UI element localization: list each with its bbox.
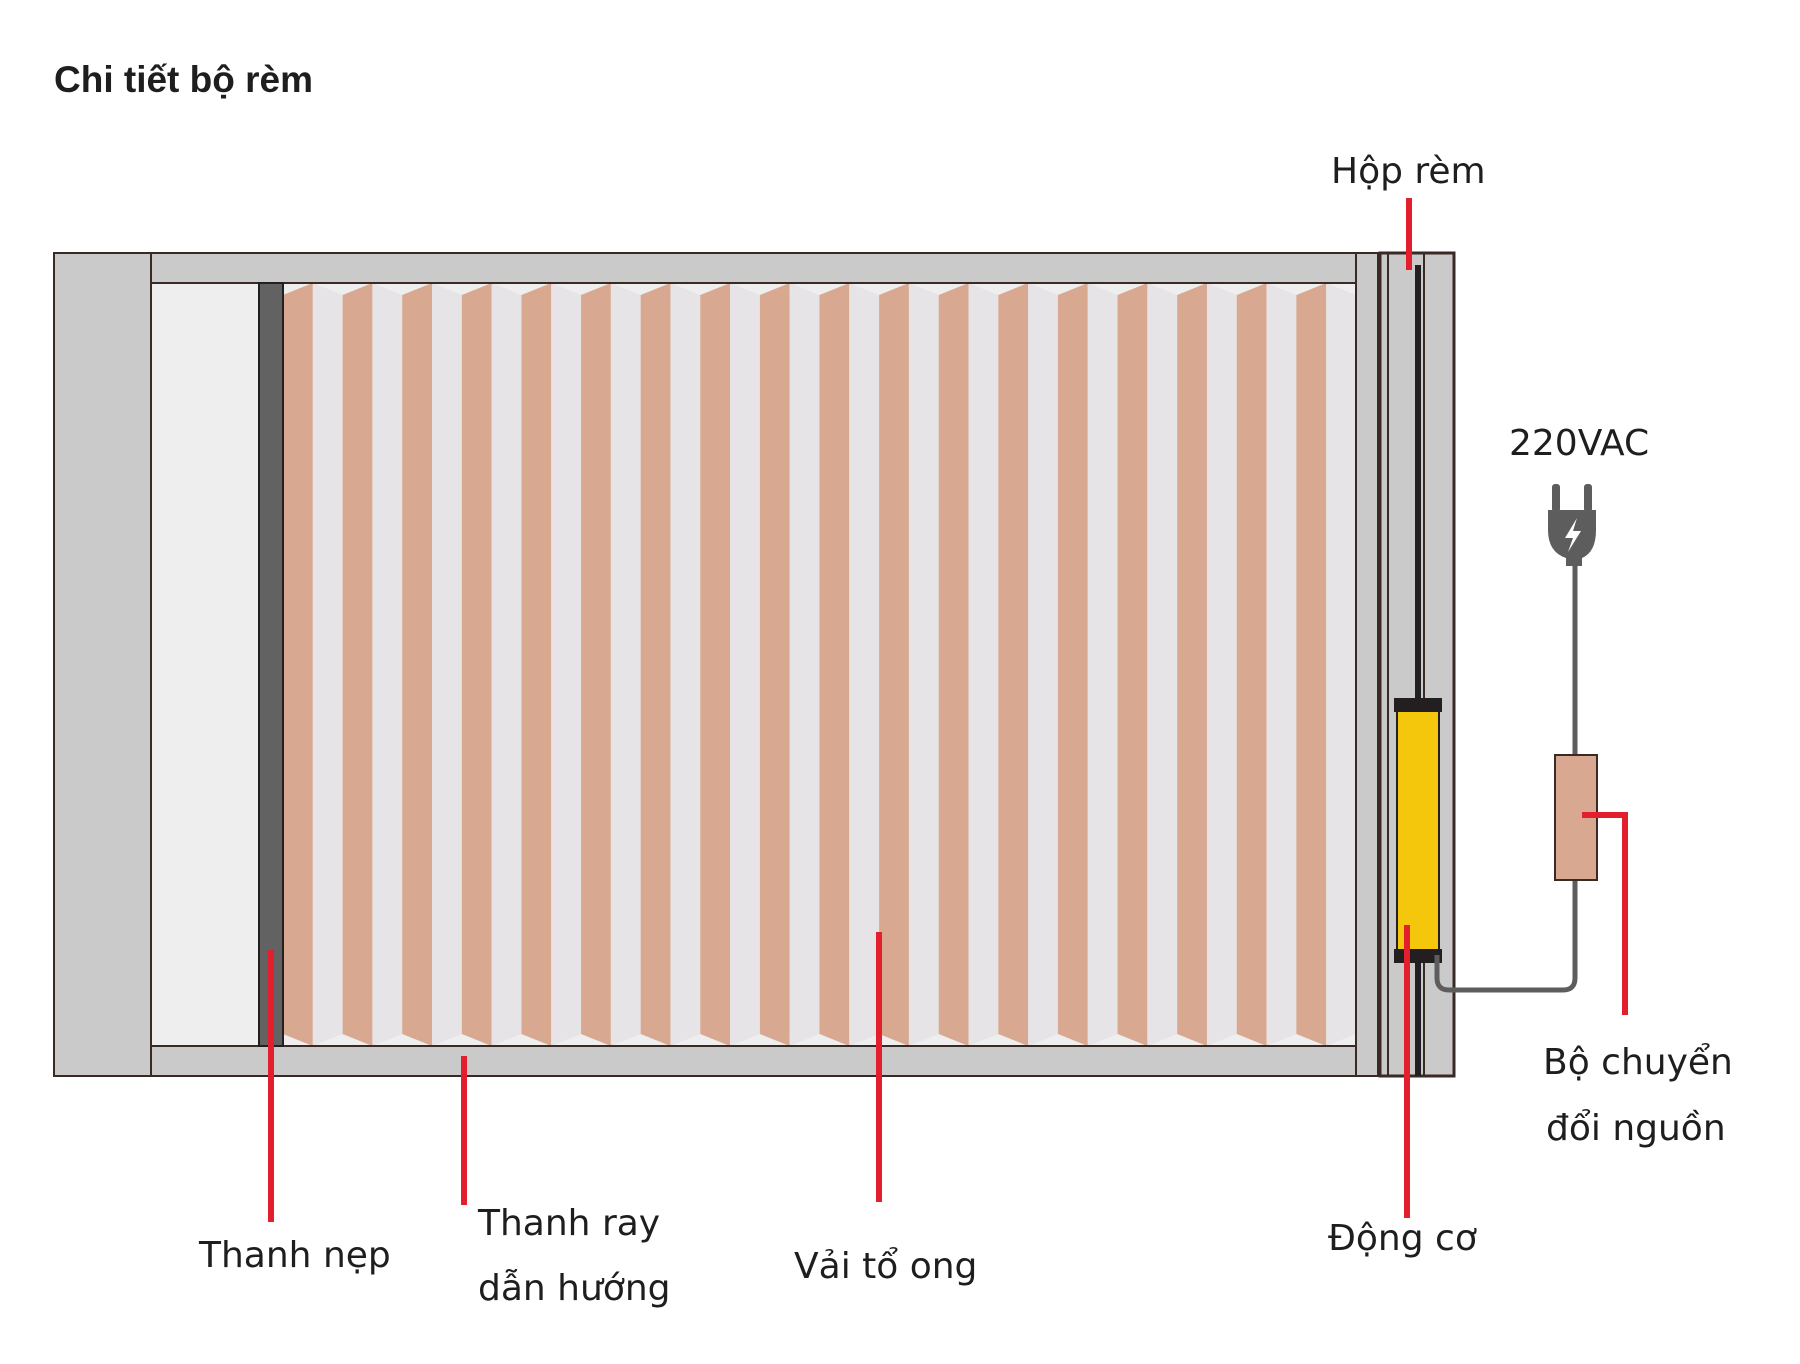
- fabric-pleat-face: [938, 283, 969, 1046]
- label-slat: Thanh nẹp: [198, 1235, 391, 1276]
- fabric-pleat-face: [849, 283, 880, 1046]
- honeycomb-fabric: [283, 283, 1356, 1046]
- motor-cap-top: [1394, 698, 1442, 712]
- fabric-pleat-face: [640, 283, 671, 1046]
- top-rail: [150, 252, 1357, 284]
- bottom-rail: [150, 1045, 1357, 1077]
- fabric-pleat-face: [819, 283, 850, 1046]
- fabric-pleat-face: [968, 283, 999, 1046]
- fabric-pleat-face: [789, 283, 820, 1046]
- fabric-pleat-face: [1177, 283, 1207, 1046]
- label-motor: Động cơ: [1328, 1218, 1477, 1259]
- label-rail-line1: Thanh ray: [477, 1203, 660, 1244]
- fabric-pleat-face: [283, 283, 313, 1046]
- fabric-pleat-face: [998, 283, 1029, 1046]
- power-plug-icon: [1548, 484, 1596, 566]
- fabric-pleat-face: [372, 283, 403, 1046]
- lightning-bolt-icon: [1565, 518, 1581, 552]
- fabric-pleat-face: [491, 283, 522, 1046]
- fabric-pleat-face: [1206, 283, 1237, 1046]
- label-converter-line2: đổi nguồn: [1546, 1108, 1726, 1149]
- fabric-pleat-face: [700, 283, 731, 1046]
- power-cable: [1434, 880, 1578, 993]
- fabric-pleat-face: [670, 283, 701, 1046]
- motor: [1394, 698, 1442, 963]
- fabric-pleat-face: [1296, 283, 1327, 1046]
- fabric-pleat-face: [908, 283, 939, 1046]
- fabric-pleat-face: [1236, 283, 1267, 1046]
- right-rail-post: [1355, 252, 1379, 1077]
- fabric-pleat-face: [1147, 283, 1178, 1046]
- fabric-pleat-face: [312, 283, 343, 1046]
- callout-lines: [268, 198, 1628, 1222]
- callout-line-converter: [1582, 812, 1628, 1015]
- fabric-pleat-face: [432, 283, 462, 1046]
- fabric-pleat-face: [1087, 283, 1118, 1046]
- fabric-pleat-face: [1117, 283, 1148, 1046]
- fabric-pleat-face: [342, 283, 373, 1046]
- fabric-pleat-face: [1057, 283, 1088, 1046]
- label-voltage: 220VAC: [1509, 423, 1649, 464]
- label-rail-line2: dẫn hướng: [478, 1268, 671, 1309]
- guide-rail: [150, 252, 1379, 1077]
- fabric-pleat-face: [1266, 283, 1297, 1046]
- diagram-title: Chi tiết bộ rèm: [54, 59, 313, 100]
- fabric-pleat-face: [461, 283, 492, 1046]
- fabric-pleat-face: [1028, 283, 1058, 1046]
- fabric-pleat-face: [1326, 283, 1356, 1046]
- label-curtain-box: Hộp rèm: [1331, 151, 1486, 192]
- fabric-pleat-face: [581, 283, 611, 1046]
- label-fabric: Vải tổ ong: [794, 1246, 977, 1287]
- slat-bar: [258, 282, 284, 1047]
- fabric-pleat-face: [730, 283, 760, 1046]
- fabric-pleat-face: [402, 283, 433, 1046]
- label-converter-line1: Bộ chuyển: [1543, 1042, 1733, 1083]
- fabric-pleat-face: [551, 283, 582, 1046]
- fabric-pleat-face: [610, 283, 641, 1046]
- motor-body: [1396, 709, 1440, 958]
- fabric-pleat-face: [879, 283, 909, 1046]
- fabric-pleat-face: [759, 283, 790, 1046]
- fabric-pleat-face: [521, 283, 552, 1046]
